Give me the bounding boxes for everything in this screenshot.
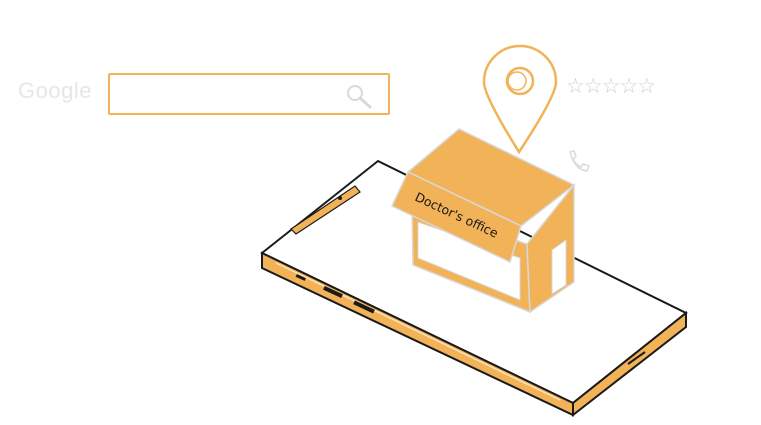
doctors-office-building: Doctor's office [391,128,576,314]
google-logo-text: Google [18,78,92,103]
location-pin-icon [482,44,558,155]
star-rating: ☆☆☆☆☆ [566,74,656,98]
search-bar [108,73,390,115]
magnifier-icon [347,85,372,109]
phone-icon [569,150,590,172]
